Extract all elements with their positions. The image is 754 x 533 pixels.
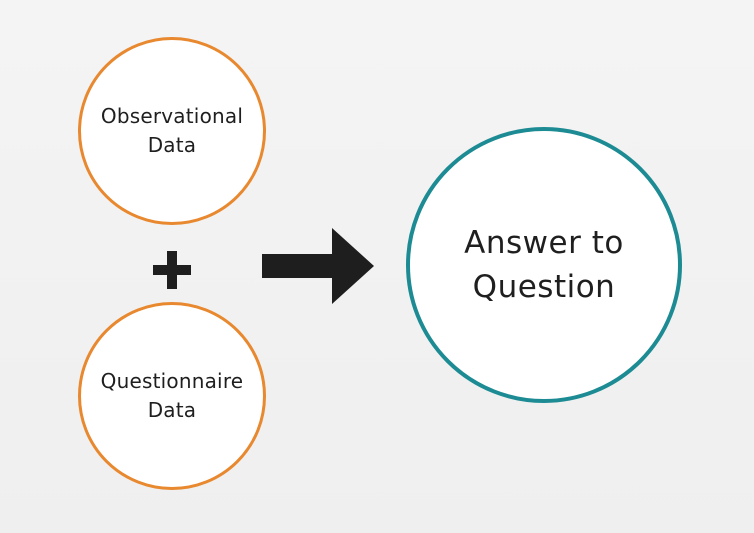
questionnaire-data-label-line1: Questionnaire xyxy=(100,369,244,393)
answer-to-question-node: Answer to Question xyxy=(406,127,682,403)
answer-label-line2: Question xyxy=(472,269,616,305)
answer-label-line1: Answer to xyxy=(464,224,624,261)
observational-data-node: Observational Data xyxy=(78,37,266,225)
observational-data-label-line2: Data xyxy=(147,133,197,157)
questionnaire-data-node: Questionnaire Data xyxy=(78,302,266,490)
observational-data-label-line1: Observational xyxy=(100,104,244,128)
plus-icon xyxy=(153,251,191,289)
questionnaire-data-label-line2: Data xyxy=(147,398,197,422)
arrow-right-icon xyxy=(262,228,374,304)
